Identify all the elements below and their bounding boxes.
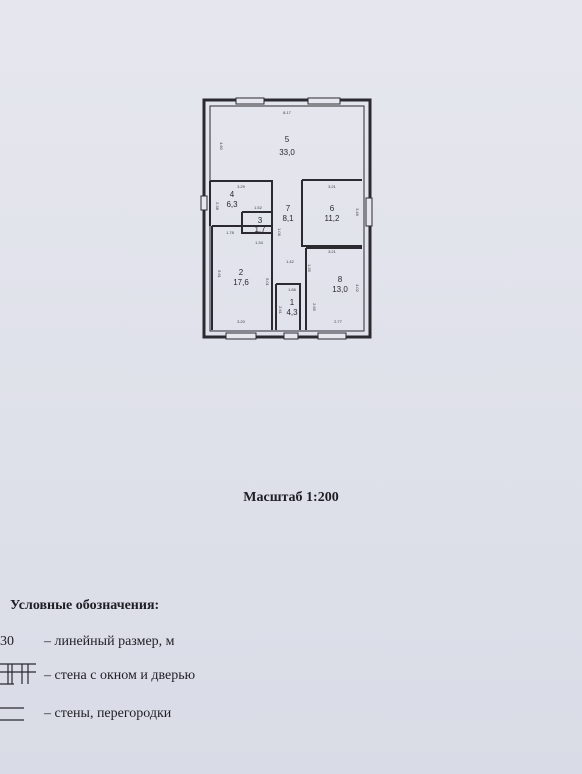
dim-label: 1.34 — [255, 240, 264, 245]
room-area: 13,0 — [332, 285, 348, 294]
legend-text: – стены, перегородки — [44, 706, 172, 721]
legend-text: – линейный размер, м — [44, 634, 175, 649]
room-area: 8,1 — [282, 214, 294, 223]
room-number: 8 — [338, 275, 343, 284]
legend-title: Условные обозначения: — [10, 598, 160, 613]
room-area: 4,3 — [286, 308, 298, 317]
dim-label: 3.21 — [328, 184, 337, 189]
dim-label: 2.38 — [215, 202, 220, 211]
dim-label: 1.78 — [226, 230, 235, 235]
room-area: 1,7 — [254, 225, 266, 234]
dim-label: 5.01 — [265, 278, 270, 287]
partitions-right — [275, 179, 362, 330]
room-area: 33,0 — [279, 148, 295, 157]
room-area: 6,3 — [226, 200, 238, 209]
dim-label: 3.29 — [237, 184, 246, 189]
room-number: 1 — [290, 298, 295, 307]
dim-label: 8.17 — [283, 110, 292, 115]
dim-label: 4.02 — [355, 284, 360, 293]
partitions-left — [209, 180, 273, 234]
dim-label: 4.60 — [219, 142, 224, 151]
window-bottom-left — [225, 332, 257, 340]
window-bottom-right — [317, 332, 347, 340]
dim-label: 1.86 — [288, 287, 297, 292]
dim-label: 1.42 — [286, 259, 295, 264]
dim-label: 2.61 — [278, 306, 283, 315]
scale-label: Масштаб 1:200 — [243, 490, 339, 505]
partition-room2 — [211, 225, 273, 330]
room-area: 11,2 — [325, 214, 341, 223]
window-top-left — [235, 97, 265, 105]
partition-room8 — [305, 247, 362, 330]
dim-label: 2.65 — [312, 303, 317, 312]
wall-partition-icon — [0, 707, 24, 721]
room-number: 2 — [239, 268, 244, 277]
dim-label: 2.77 — [334, 319, 343, 324]
floor-plan: 5 33,0 4 6,3 3 1,7 7 8,1 6 11,2 2 17,6 1… — [200, 97, 373, 340]
window-left — [200, 195, 208, 211]
dim-label: 1.06 — [277, 228, 282, 237]
door-bottom — [283, 332, 299, 340]
room-area: 17,6 — [233, 278, 249, 287]
dim-label: 3.20 — [237, 319, 246, 324]
dim-label: 5.61 — [217, 270, 222, 279]
dim-label: 3.21 — [328, 249, 337, 254]
wall-window-door-icon — [0, 663, 36, 685]
room-number: 3 — [258, 216, 263, 225]
dim-label: 1.52 — [254, 205, 263, 210]
room-number: 7 — [286, 204, 291, 213]
window-right — [365, 197, 373, 227]
legend-text: – стена с окном и дверью — [44, 668, 196, 683]
room-number: 6 — [330, 204, 335, 213]
legend-symbol-dimension: 30 — [0, 634, 14, 649]
room-number: 4 — [230, 190, 235, 199]
room-number: 5 — [285, 135, 290, 144]
dim-label: 1.35 — [307, 264, 312, 273]
window-top-right — [307, 97, 341, 105]
dim-label: 3.46 — [355, 208, 360, 217]
